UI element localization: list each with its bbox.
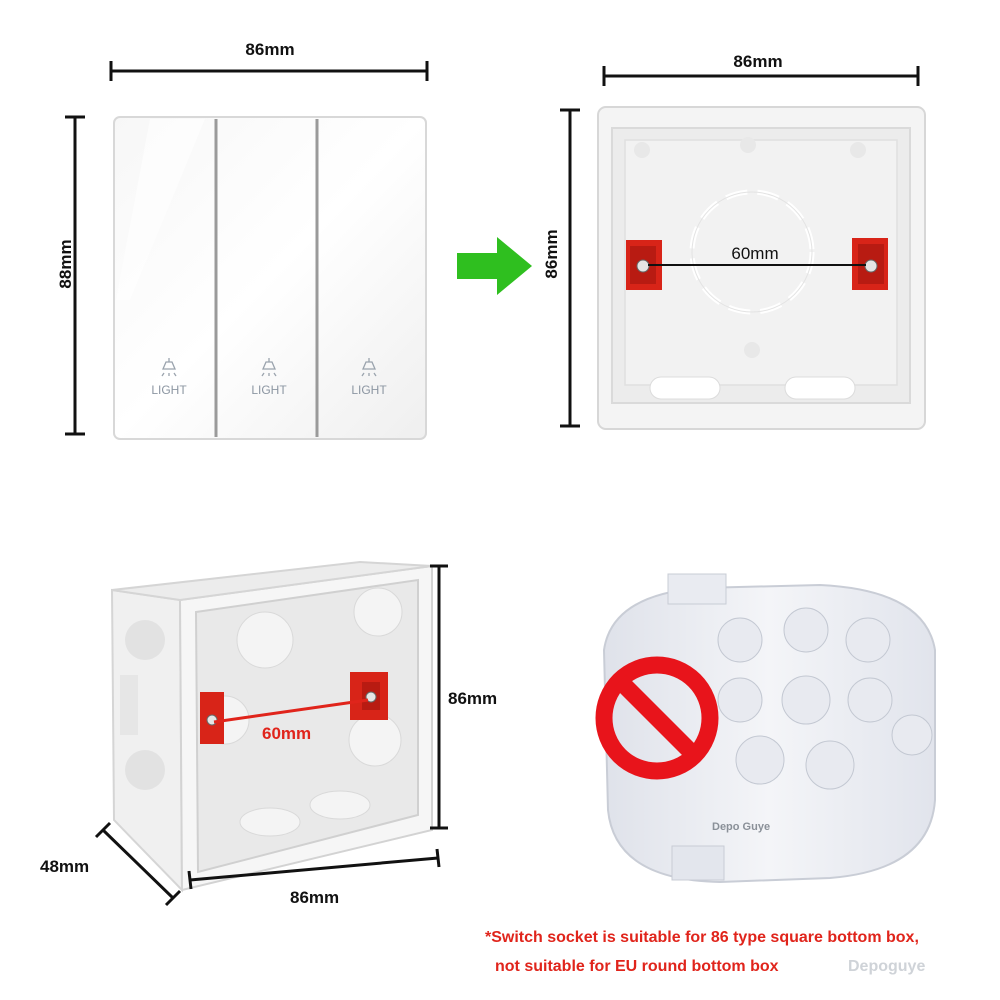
button-label: LIGHT bbox=[251, 383, 287, 397]
screw-block-left bbox=[200, 692, 224, 744]
watermark: Depoguye bbox=[848, 958, 926, 975]
screw-block-right bbox=[852, 238, 888, 290]
note-line-1: *Switch socket is suitable for 86 type s… bbox=[485, 929, 919, 946]
hole-spacing-line bbox=[213, 698, 369, 724]
lamp-icon bbox=[261, 358, 277, 377]
button-label: LIGHT bbox=[351, 383, 387, 397]
lamp-icon bbox=[161, 358, 177, 377]
no-sign-icon bbox=[595, 656, 719, 780]
box-width-dimension bbox=[602, 66, 920, 86]
panel-width-dimension bbox=[109, 61, 429, 81]
panel-width-label: 86mm bbox=[245, 40, 295, 59]
angled-depth-label: 48mm bbox=[40, 857, 90, 876]
lamp-icon bbox=[361, 358, 377, 377]
round-box bbox=[602, 573, 936, 884]
brand-label: Depo Guye bbox=[712, 821, 771, 833]
hole-spacing-label: 60mm bbox=[722, 244, 788, 264]
switch-panel bbox=[113, 116, 427, 440]
button-label: LIGHT bbox=[151, 383, 187, 397]
angled-height-dimension bbox=[430, 564, 448, 830]
screw-block-right bbox=[350, 672, 388, 720]
angled-width-dimension bbox=[187, 848, 441, 890]
box-width-label: 86mm bbox=[733, 52, 783, 71]
panel-height-dimension bbox=[65, 115, 85, 436]
note-line-2: not suitable for EU round bottom box bbox=[495, 958, 779, 975]
angled-width-label: 86mm bbox=[290, 888, 340, 907]
box-height-dimension bbox=[560, 108, 580, 428]
arrow-right-icon bbox=[457, 237, 532, 295]
angled-hole-spacing-label: 60mm bbox=[262, 724, 312, 743]
panel-height-label: 88mm bbox=[56, 239, 75, 289]
angled-depth-dimension bbox=[94, 821, 182, 907]
box-height-label: 86mm bbox=[542, 229, 561, 279]
screw-block-left bbox=[626, 240, 662, 290]
angled-height-label: 86mm bbox=[448, 689, 498, 708]
